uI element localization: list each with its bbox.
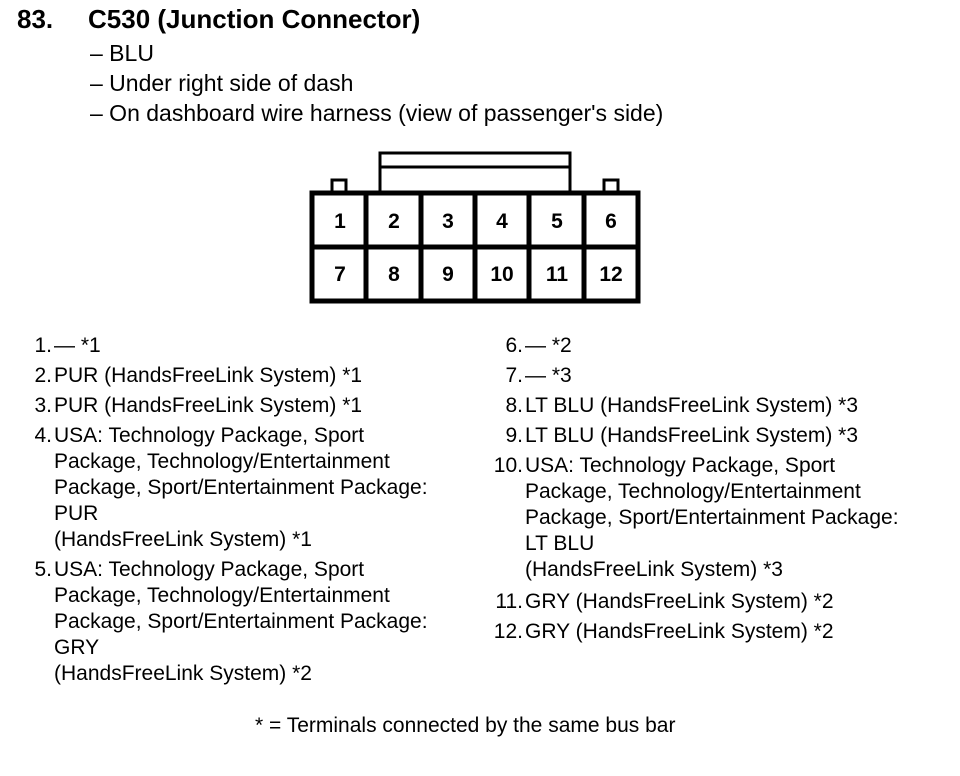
right-tab bbox=[602, 178, 620, 193]
item-text: LT BLU (HandsFreeLink System) *3 bbox=[525, 394, 859, 417]
pin-label: 12 bbox=[599, 263, 622, 286]
item-number: 7. bbox=[505, 364, 523, 387]
detail-color: – BLU bbox=[90, 40, 154, 66]
item-text: (HandsFreeLink System) *3 bbox=[525, 558, 783, 581]
item-text: Package, Technology/Entertainment bbox=[525, 480, 861, 503]
item-text: PUR bbox=[54, 502, 99, 525]
item-number: 4. bbox=[34, 424, 52, 447]
item-number: 9. bbox=[505, 424, 523, 447]
pin-label: 4 bbox=[496, 210, 508, 233]
left-tab bbox=[330, 178, 348, 193]
pin-label: 9 bbox=[442, 263, 454, 286]
item-text: Package, Sport/Entertainment Package: bbox=[54, 610, 428, 633]
item-number: 6. bbox=[505, 334, 523, 357]
item-text: — *1 bbox=[54, 334, 101, 357]
pin-label: 8 bbox=[388, 263, 400, 286]
item-number: 10. bbox=[493, 454, 523, 477]
pin-label: 7 bbox=[334, 263, 346, 286]
item-text: Package, Technology/Entertainment bbox=[54, 584, 390, 607]
pin-label: 1 bbox=[334, 210, 346, 233]
item-text: USA: Technology Package, Sport bbox=[525, 454, 836, 477]
connector-diagram: 1 2 3 4 5 6 7 8 9 10 11 12 bbox=[309, 151, 641, 304]
item-text: PUR (HandsFreeLink System) *1 bbox=[54, 364, 363, 387]
item-text: (HandsFreeLink System) *2 bbox=[54, 662, 312, 685]
pin-label: 6 bbox=[605, 210, 617, 233]
footnote: * = Terminals connected by the same bus … bbox=[255, 714, 676, 737]
item-text: GRY bbox=[54, 636, 100, 659]
item-number: 1. bbox=[34, 334, 52, 357]
item-text: USA: Technology Package, Sport bbox=[54, 558, 365, 581]
pin-label: 10 bbox=[490, 263, 513, 286]
pin-label: 2 bbox=[388, 210, 400, 233]
item-text: Package, Sport/Entertainment Package: bbox=[525, 506, 899, 529]
connector-latch bbox=[378, 151, 572, 193]
item-number: 8. bbox=[505, 394, 523, 417]
item-number: 11. bbox=[495, 590, 523, 613]
item-number: 5. bbox=[34, 558, 52, 581]
pin-label: 5 bbox=[551, 210, 563, 233]
item-text: — *2 bbox=[525, 334, 572, 357]
item-number: 3. bbox=[34, 394, 52, 417]
item-text: (HandsFreeLink System) *1 bbox=[54, 528, 312, 551]
item-number: 2. bbox=[34, 364, 52, 387]
item-text: Package, Technology/Entertainment bbox=[54, 450, 390, 473]
detail-harness: – On dashboard wire harness (view of pas… bbox=[90, 100, 664, 126]
item-text: LT BLU (HandsFreeLink System) *3 bbox=[525, 424, 859, 447]
section-number: 83. bbox=[17, 4, 54, 34]
item-text: — *3 bbox=[525, 364, 572, 387]
item-text: GRY (HandsFreeLink System) *2 bbox=[525, 590, 834, 613]
detail-location: – Under right side of dash bbox=[90, 70, 354, 96]
item-text: USA: Technology Package, Sport bbox=[54, 424, 365, 447]
pin-label: 11 bbox=[546, 263, 569, 286]
page-title: C530 (Junction Connector) bbox=[88, 4, 421, 34]
item-text: PUR (HandsFreeLink System) *1 bbox=[54, 394, 363, 417]
item-text: Package, Sport/Entertainment Package: bbox=[54, 476, 428, 499]
item-text: GRY (HandsFreeLink System) *2 bbox=[525, 620, 834, 643]
item-number: 12. bbox=[493, 620, 523, 643]
pin-label: 3 bbox=[442, 210, 454, 233]
item-text: LT BLU bbox=[525, 532, 595, 555]
